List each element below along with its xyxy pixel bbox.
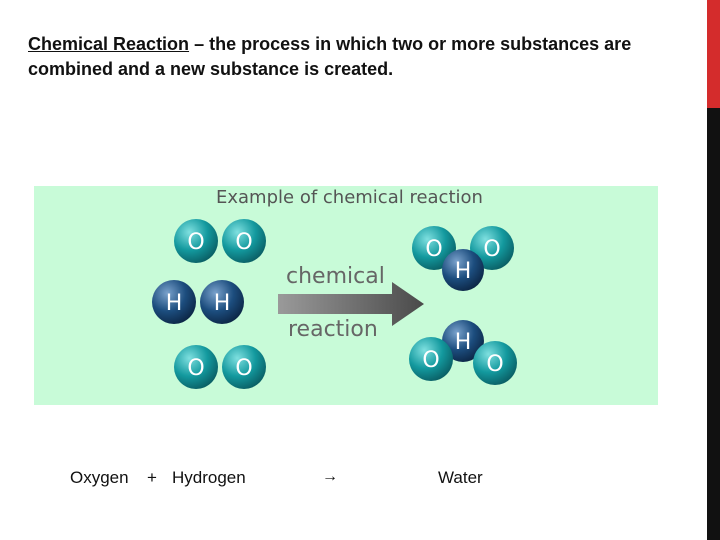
atom-label: O bbox=[235, 356, 252, 381]
atom-label: O bbox=[483, 237, 500, 262]
oxygen-atom bbox=[473, 341, 517, 385]
oxygen-atom bbox=[412, 226, 456, 270]
oxygen-atom bbox=[222, 219, 266, 263]
definition-text: Chemical Reaction – the process in which… bbox=[28, 32, 698, 82]
equation-product-water: Water bbox=[438, 468, 483, 487]
definition-body: the process in which two or more substan… bbox=[28, 34, 632, 79]
oxygen-atom bbox=[174, 345, 218, 389]
atom-label: O bbox=[187, 230, 204, 255]
reaction-diagram: Example of chemical reaction O O H H O O… bbox=[34, 186, 658, 405]
arrow-label-chemical: chemical bbox=[286, 264, 385, 289]
definition-term: Chemical Reaction bbox=[28, 34, 190, 54]
hydrogen-atom bbox=[152, 280, 196, 324]
oxygen-atom bbox=[470, 226, 514, 270]
equation-reactant-hydrogen: Hydrogen bbox=[172, 468, 246, 487]
accent-bar-black bbox=[707, 108, 720, 540]
water-molecule-bottom: H O O bbox=[409, 320, 517, 385]
equation-arrow-icon: → bbox=[322, 468, 338, 485]
accent-bar-red bbox=[707, 0, 720, 108]
oxygen-atom bbox=[174, 219, 218, 263]
atom-label: O bbox=[187, 356, 204, 381]
oxygen-atom bbox=[409, 337, 453, 381]
atom-label: O bbox=[422, 348, 439, 373]
hydrogen-atom bbox=[442, 320, 484, 362]
equation-plus: + bbox=[147, 468, 157, 487]
atom-label: H bbox=[166, 291, 183, 316]
arrow-label-reaction: reaction bbox=[288, 317, 378, 342]
atom-label: O bbox=[486, 352, 503, 377]
water-molecule-top: O O H bbox=[412, 226, 514, 291]
equation-reactant-oxygen: Oxygen bbox=[70, 468, 129, 487]
atom-label: H bbox=[455, 330, 472, 355]
atom-label: O bbox=[235, 230, 252, 255]
oxygen-atom bbox=[222, 345, 266, 389]
reaction-arrow bbox=[278, 282, 424, 326]
hydrogen-molecule: H H bbox=[152, 280, 244, 324]
oxygen-molecule-bottom: O O bbox=[174, 345, 266, 389]
diagram-title: Example of chemical reaction bbox=[216, 187, 483, 208]
atom-label: O bbox=[425, 237, 442, 262]
atom-label: H bbox=[214, 291, 231, 316]
hydrogen-atom bbox=[442, 249, 484, 291]
definition-separator: – bbox=[189, 34, 210, 54]
atom-label: H bbox=[455, 259, 472, 284]
oxygen-molecule-top: O O bbox=[174, 219, 266, 263]
hydrogen-atom bbox=[200, 280, 244, 324]
